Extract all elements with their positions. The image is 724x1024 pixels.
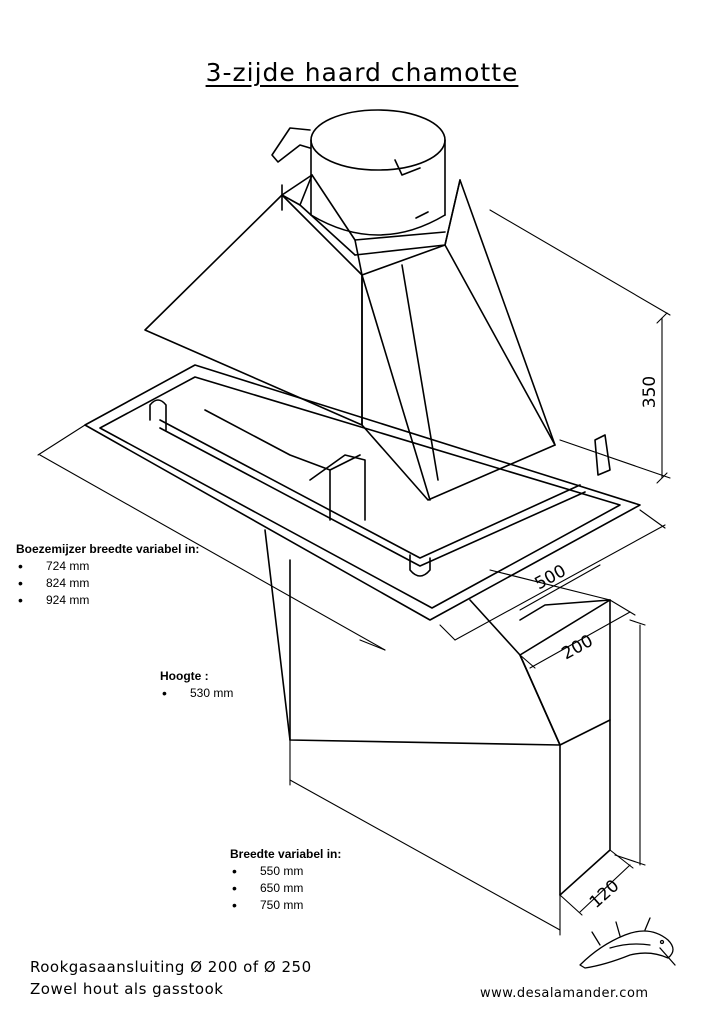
boezemijzer-item: 824 mm <box>16 575 199 592</box>
dimension-lines <box>37 209 671 936</box>
website-link[interactable]: www.desalamander.com <box>480 986 649 1001</box>
flue-collar <box>271 109 446 236</box>
dimension-500: 500 <box>532 561 570 594</box>
hoogte-spec: Hoogte : 530 mm <box>160 668 233 702</box>
breedte-heading: Breedte variabel in: <box>230 847 342 861</box>
flue-connection-text: Rookgasaansluiting Ø 200 of Ø 250 <box>30 958 312 976</box>
hoogte-item: 530 mm <box>160 685 233 702</box>
page-title: 3-zijde haard chamotte <box>205 58 519 87</box>
firebox <box>264 529 611 896</box>
boezemijzer-item: 724 mm <box>16 558 199 575</box>
hood <box>144 174 556 501</box>
boezemijzer-frame <box>84 364 641 621</box>
dimension-200: 200 <box>559 631 597 664</box>
dimension-120: 120 <box>586 876 624 913</box>
salamander-icon <box>579 917 676 969</box>
hoogte-heading: Hoogte : <box>160 669 209 683</box>
fuel-type-text: Zowel hout als gasstook <box>30 980 224 998</box>
boezemijzer-heading: Boezemijzer breedte variabel in: <box>16 542 200 556</box>
breedte-item: 650 mm <box>230 880 341 897</box>
dimension-350: 350 <box>640 376 660 408</box>
breedte-item: 750 mm <box>230 897 341 914</box>
breedte-item: 550 mm <box>230 863 341 880</box>
breedte-spec: Breedte variabel in: 550 mm 650 mm 750 m… <box>230 846 341 914</box>
boezemijzer-spec: Boezemijzer breedte variabel in: 724 mm … <box>16 541 199 609</box>
boezemijzer-item: 924 mm <box>16 592 199 609</box>
